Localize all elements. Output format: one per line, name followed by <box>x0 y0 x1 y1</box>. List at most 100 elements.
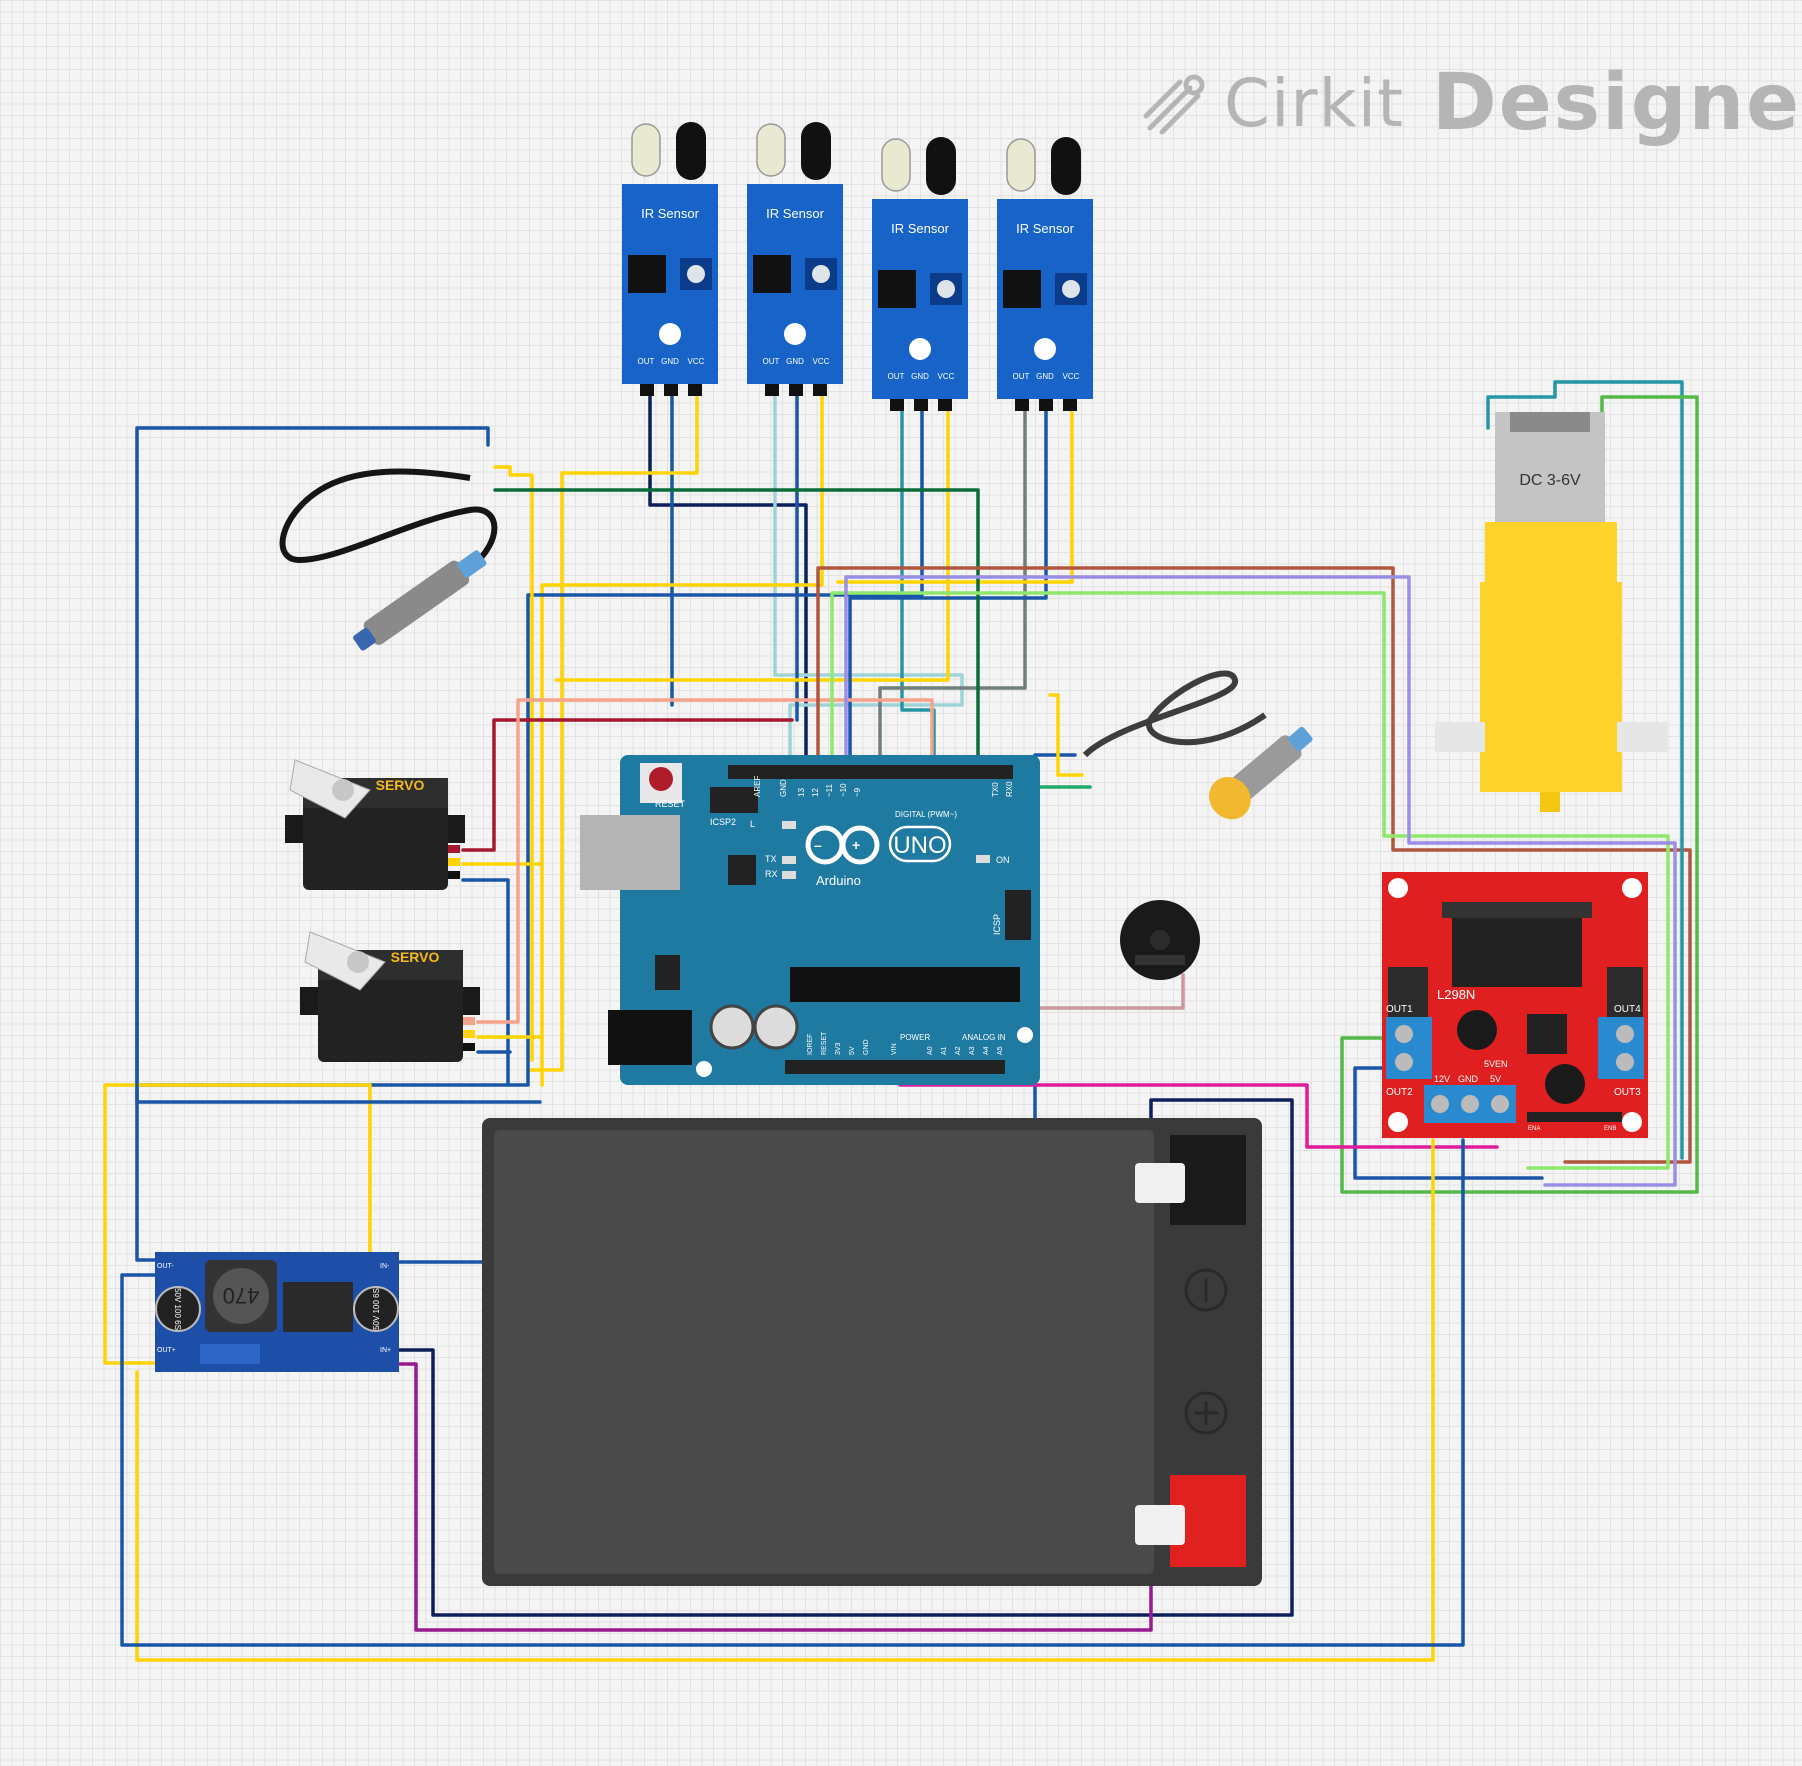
svg-text:+: + <box>852 837 860 853</box>
buck-in-minus: IN- <box>380 1263 390 1270</box>
pin-a4: A4 <box>983 1046 990 1055</box>
analog-label: ANALOG IN <box>962 1033 1006 1042</box>
wire-prox1-yellow[interactable] <box>493 465 534 1062</box>
ir-sensor-4[interactable]: IR Sensor OUT GND VCC <box>997 137 1093 411</box>
wire-blue-bottom[interactable] <box>120 1138 1465 1647</box>
inductor-label: 470 <box>223 1283 260 1308</box>
ir-sensor-3[interactable]: IR Sensor OUT GND VCC <box>872 137 968 411</box>
chip-label: L298N <box>1437 987 1475 1002</box>
wire-magenta-battery[interactable] <box>390 1362 1153 1632</box>
wire-sensor3-gnd[interactable] <box>138 408 924 1087</box>
ir-pin-gnd: GND <box>786 357 804 366</box>
wire-prox1-blue[interactable] <box>135 426 490 1262</box>
proximity-sensor-2[interactable] <box>1082 670 1322 828</box>
ir-pin-gnd: GND <box>661 357 679 366</box>
buck-out-minus: OUT- <box>157 1263 174 1270</box>
wire-sensor4-gnd[interactable] <box>848 408 1048 777</box>
ir-sensor-title: IR Sensor <box>641 206 699 221</box>
wire-d11-driver[interactable] <box>830 591 1670 1170</box>
wire-sensor4-vcc[interactable] <box>836 408 1074 584</box>
pin-10: ~10 <box>839 783 848 797</box>
ir-pin-vcc: VCC <box>938 372 955 381</box>
pin-9: ~9 <box>853 787 862 797</box>
out3-label: OUT3 <box>1614 1087 1641 1098</box>
v12-label: 12V <box>1434 1074 1450 1084</box>
buzzer[interactable] <box>1120 900 1200 980</box>
pin-rx0: RX0 <box>1005 781 1014 797</box>
wire-sensor3-out[interactable] <box>900 408 936 777</box>
pin-a3: A3 <box>969 1046 976 1055</box>
wire-yellow-main[interactable] <box>103 1083 372 1365</box>
pin-a2: A2 <box>955 1046 962 1055</box>
enb-label: ENB <box>1604 1126 1616 1132</box>
out1-label: OUT1 <box>1386 1004 1413 1015</box>
wire-navy-battery[interactable] <box>390 1098 1294 1617</box>
plus-icon <box>1184 1391 1228 1435</box>
v5-label: 5V <box>1490 1074 1501 1084</box>
out2-label: OUT2 <box>1386 1087 1413 1098</box>
wire-motor-teal[interactable] <box>1486 380 1684 1160</box>
wire-sensor4-out[interactable] <box>878 408 1027 777</box>
servo-2[interactable]: SERVO <box>300 931 480 1062</box>
reset-label: RESET <box>655 799 686 809</box>
pin-11: ~11 <box>825 783 834 797</box>
ir-pin-out: OUT <box>1013 372 1030 381</box>
motor-label: DC 3-6V <box>1519 472 1581 489</box>
wire-blue-left[interactable] <box>135 718 542 1104</box>
ir-sensor-1[interactable]: IR Sensor OUT GND VCC <box>622 122 718 396</box>
wire-yellow-bottom[interactable] <box>135 1138 1435 1662</box>
minus-icon <box>1184 1268 1228 1312</box>
arduino-logo-icon: – + <box>805 825 880 865</box>
proximity-sensor-1[interactable] <box>279 468 498 655</box>
pin-gnd: GND <box>779 779 788 797</box>
ir-pin-vcc: VCC <box>1063 372 1080 381</box>
wire-servo1-signal[interactable] <box>461 718 794 852</box>
buck-converter[interactable]: 50V 100 6S 50V 100 6S 470 OUT- OUT+ IN- … <box>155 1252 399 1372</box>
brand-designer: Designer <box>1432 58 1802 148</box>
ena-label: ENA <box>1528 1126 1540 1132</box>
ir-sensor-2[interactable]: IR Sensor OUT GND VCC <box>747 122 843 396</box>
wire-d10-driver[interactable] <box>844 575 1677 1187</box>
board-brand: Arduino <box>816 873 861 888</box>
wire-prox1-green[interactable] <box>493 488 980 777</box>
wire-sensor1-vcc[interactable] <box>528 393 699 1072</box>
icsp2-label: ICSP2 <box>710 817 736 827</box>
led-l-label: L <box>750 819 755 829</box>
svg-text:–: – <box>814 837 822 853</box>
buck-in-plus: IN+ <box>380 1347 391 1354</box>
led-tx-label: TX <box>765 854 777 864</box>
dc-gear-motor[interactable]: DC 3-6V <box>1435 412 1667 812</box>
ir-pin-vcc: VCC <box>813 357 830 366</box>
out4-label: OUT4 <box>1614 1004 1641 1015</box>
wire-servo2-signal[interactable] <box>476 698 934 1024</box>
wire-prox2-yellow[interactable] <box>1048 693 1084 777</box>
l298n-driver[interactable]: L298N OUT1 OUT4 OUT2 OUT3 5VEN 12V GND 5… <box>1382 872 1648 1138</box>
led-on-label: ON <box>996 855 1010 865</box>
servo-label: SERVO <box>391 949 440 965</box>
wire-sensor1-out[interactable] <box>648 393 808 777</box>
pin-13: 13 <box>797 788 806 797</box>
wire-driver-out2[interactable] <box>1353 1066 1544 1180</box>
pin-a0: A0 <box>927 1046 934 1055</box>
arduino-uno[interactable]: RESET ICSP2 AREF GND 13 12 ~11 ~10 ~9 TX… <box>580 755 1040 1085</box>
ir-pin-out: OUT <box>638 357 655 366</box>
battery-pack[interactable] <box>482 1118 1262 1586</box>
digital-label: DIGITAL (PWM~) <box>895 810 957 819</box>
pin-3v3: 3V3 <box>835 1042 842 1055</box>
pin-5v: 5V <box>849 1046 856 1055</box>
ir-pin-out: OUT <box>888 372 905 381</box>
ir-sensor-title: IR Sensor <box>891 221 949 236</box>
en5v-label: 5VEN <box>1484 1059 1508 1069</box>
wire-sensor3-vcc[interactable] <box>554 408 950 682</box>
wire-motor-green[interactable] <box>1340 395 1699 1194</box>
wires <box>103 380 1699 1662</box>
wire-servo1-gnd[interactable] <box>461 878 510 1087</box>
wire-d12-driver[interactable] <box>816 566 1692 1164</box>
gnd-label: GND <box>1458 1074 1479 1084</box>
reset-button[interactable] <box>649 767 673 791</box>
board-model: UNO <box>893 832 946 859</box>
pin-a1: A1 <box>941 1046 948 1055</box>
wire-sensor2-out[interactable] <box>773 393 964 777</box>
servo-1[interactable]: SERVO <box>285 759 465 890</box>
